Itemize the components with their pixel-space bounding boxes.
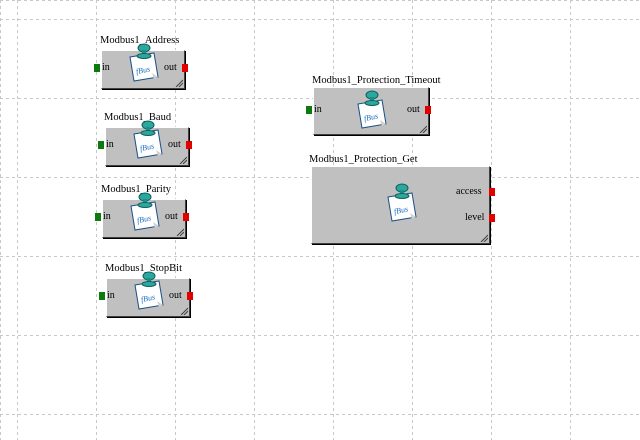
in-port[interactable] <box>98 141 104 149</box>
block-title: Modbus1_Baud <box>104 112 172 123</box>
out-port-label: out <box>169 290 182 301</box>
grid-line <box>17 0 18 440</box>
block-body[interactable]: fBus <box>311 166 490 244</box>
level-port-label: level <box>465 212 485 223</box>
in-port[interactable] <box>95 213 101 221</box>
block-title: Modbus1_Parity <box>101 184 172 195</box>
fbus-pin-note-icon: fBus <box>134 271 164 310</box>
resize-grip-icon[interactable] <box>176 228 184 236</box>
svg-text:fBus: fBus <box>363 111 379 123</box>
block-body[interactable]: fBus <box>313 87 429 135</box>
access-port-label: access <box>456 186 482 197</box>
svg-text:fBus: fBus <box>136 213 152 225</box>
block-body[interactable]: fBus <box>106 271 190 317</box>
out-port-label: out <box>165 211 178 222</box>
in-port[interactable] <box>94 64 100 72</box>
block-title: Modbus1_Address <box>100 35 180 46</box>
resize-grip-icon[interactable] <box>179 156 187 164</box>
svg-text:fBus: fBus <box>393 204 409 216</box>
grid-line <box>0 19 640 20</box>
out-port[interactable] <box>186 141 192 149</box>
block-title: Modbus1_Protection_Get <box>309 154 418 165</box>
resize-grip-icon[interactable] <box>175 79 183 87</box>
fbus-pin-note-icon: fBus <box>130 192 160 231</box>
out-port[interactable] <box>183 213 189 221</box>
in-port-label: in <box>107 290 115 301</box>
in-port[interactable] <box>99 292 105 300</box>
out-port-label: out <box>407 104 420 115</box>
fbus-pin-note-icon: fBus <box>133 120 163 159</box>
out-port[interactable] <box>182 64 188 72</box>
fbus-pin-note-icon: fBus <box>387 183 417 222</box>
grid-line <box>0 335 640 336</box>
in-port[interactable] <box>306 106 312 114</box>
out-port-label: out <box>168 139 181 150</box>
resize-grip-icon[interactable] <box>419 125 427 133</box>
out-port[interactable] <box>425 106 431 114</box>
grid-line <box>570 0 571 440</box>
svg-text:fBus: fBus <box>135 64 151 76</box>
block-body[interactable]: fBus <box>101 43 185 89</box>
in-port-label: in <box>314 104 322 115</box>
grid-line <box>254 0 255 440</box>
in-port-label: in <box>103 211 111 222</box>
grid-line <box>0 414 640 415</box>
level-out-port[interactable] <box>489 214 495 222</box>
block-body[interactable]: fBus <box>105 120 189 166</box>
out-port[interactable] <box>187 292 193 300</box>
fbus-pin-note-icon: fBus <box>357 90 387 129</box>
svg-text:fBus: fBus <box>139 141 155 153</box>
block-title: Modbus1_StopBit <box>105 263 183 274</box>
svg-text:fBus: fBus <box>140 292 156 304</box>
block-title: Modbus1_Protection_Timeout <box>312 75 441 86</box>
fbus-pin-note-icon: fBus <box>129 43 159 82</box>
grid-line <box>0 256 640 257</box>
resize-grip-icon[interactable] <box>180 307 188 315</box>
in-port-label: in <box>102 62 110 73</box>
block-body[interactable]: fBus <box>102 192 186 238</box>
resize-grip-icon[interactable] <box>480 234 488 242</box>
in-port-label: in <box>106 139 114 150</box>
out-port-label: out <box>164 62 177 73</box>
access-out-port[interactable] <box>489 188 495 196</box>
